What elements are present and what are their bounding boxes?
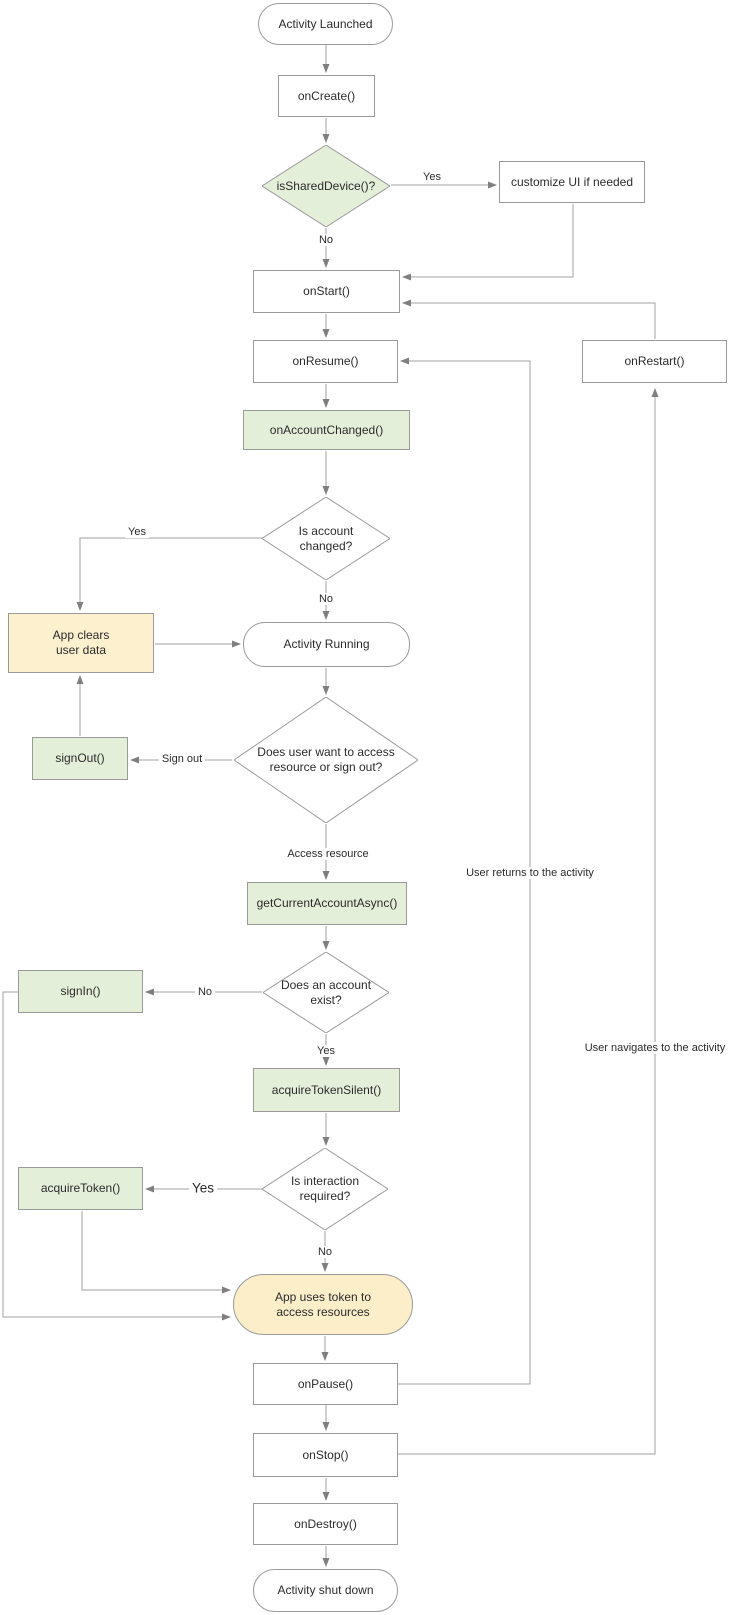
node-label: Does an account exist? xyxy=(280,977,372,1007)
edge-label-shared-yes: Yes xyxy=(420,171,444,183)
edge-label-account-exist-no: No xyxy=(194,986,216,998)
node-activity-running: Activity Running xyxy=(243,622,410,667)
node-acquiretokensilent: acquireTokenSilent() xyxy=(253,1068,400,1112)
node-activity-shut-down: Activity shut down xyxy=(253,1569,398,1612)
edge-onstop-to-onrestart xyxy=(398,388,659,1455)
node-onstart: onStart() xyxy=(253,270,400,313)
node-label: App uses token to access resources xyxy=(274,1289,372,1319)
node-onaccountchanged: onAccountChanged() xyxy=(243,410,410,450)
node-activity-launched: Activity Launched xyxy=(258,3,393,45)
node-label: onPause() xyxy=(297,1376,354,1391)
node-is-account-changed: Is account changed? xyxy=(262,497,390,580)
edge-label-user-returns: User returns to the activity xyxy=(463,867,597,879)
edge-acquiretoken-to-appusestoken xyxy=(81,1211,231,1294)
edge-label-access-resource: Access resource xyxy=(284,848,372,860)
node-signin: signIn() xyxy=(18,970,143,1013)
node-label: Is account changed? xyxy=(298,523,354,553)
edge-onrestart-to-onstart xyxy=(402,299,656,339)
diamond-shape xyxy=(262,1148,388,1230)
node-onstop: onStop() xyxy=(253,1433,398,1477)
node-customize-ui: customize UI if needed xyxy=(499,161,645,203)
node-onresume: onResume() xyxy=(253,340,398,383)
node-label: isSharedDevice()? xyxy=(276,178,376,193)
edge-label-user-navigates: User navigates to the activity xyxy=(581,1042,729,1054)
node-app-clears-user-data: App clears user data xyxy=(8,613,154,673)
node-app-uses-token: App uses token to access resources xyxy=(233,1274,413,1335)
node-label: Activity Launched xyxy=(278,16,373,31)
node-label: Activity Running xyxy=(283,637,370,651)
node-does-account-exist: Does an account exist? xyxy=(263,952,389,1033)
edge-signin-to-appusestoken xyxy=(2,991,231,1321)
node-label: Is interaction required? xyxy=(290,1174,360,1203)
diamond-shape xyxy=(262,145,390,227)
node-ondestroy: onDestroy() xyxy=(253,1503,398,1545)
node-oncreate: onCreate() xyxy=(278,75,375,117)
edge-label-interaction-yes: Yes xyxy=(188,1180,218,1196)
node-does-user-want: Does user want to access resource or sig… xyxy=(234,697,418,823)
node-is-shared-device: isSharedDevice()? xyxy=(262,145,390,227)
edge-accountchanged-yes-to-appclears xyxy=(76,537,263,611)
node-signout: signOut() xyxy=(32,737,128,780)
node-label: onDestroy() xyxy=(294,1516,357,1531)
node-label: onRestart() xyxy=(624,354,685,368)
edge-label-account-exist-yes: Yes xyxy=(314,1045,338,1057)
node-is-interaction-required: Is interaction required? xyxy=(262,1148,388,1230)
node-getcurrentaccountasync: getCurrentAccountAsync() xyxy=(247,882,407,925)
node-label: acquireTokenSilent() xyxy=(271,1082,382,1097)
edge-label-account-changed-no: No xyxy=(315,593,337,605)
node-label: Does user want to access resource or sig… xyxy=(257,745,395,774)
node-label: App clears user data xyxy=(52,628,110,657)
edge-customize-to-onstart xyxy=(402,204,574,281)
node-label: onCreate() xyxy=(297,88,356,103)
edge-label-account-changed-yes: Yes xyxy=(125,526,149,538)
node-label: signOut() xyxy=(55,751,105,765)
node-onpause: onPause() xyxy=(253,1363,398,1405)
node-onrestart: onRestart() xyxy=(582,340,727,383)
node-label: onResume() xyxy=(292,354,359,368)
node-label: customize UI if needed xyxy=(510,174,634,189)
node-label: onStart() xyxy=(303,284,350,298)
node-label: acquireToken() xyxy=(40,1181,121,1195)
node-label: signIn() xyxy=(60,984,101,998)
node-label: onAccountChanged() xyxy=(269,422,384,437)
edge-label-shared-no: No xyxy=(315,234,337,246)
node-label: getCurrentAccountAsync() xyxy=(256,896,398,910)
edge-label-interaction-no: No xyxy=(314,1246,336,1258)
diamond-shape xyxy=(263,952,389,1033)
diamond-shape xyxy=(262,497,390,580)
node-acquiretoken: acquireToken() xyxy=(18,1167,143,1210)
node-label: Activity shut down xyxy=(277,1583,374,1597)
edge-label-sign-out: Sign out xyxy=(158,753,206,765)
diamond-shape xyxy=(234,697,418,823)
node-label: onStop() xyxy=(302,1447,349,1462)
